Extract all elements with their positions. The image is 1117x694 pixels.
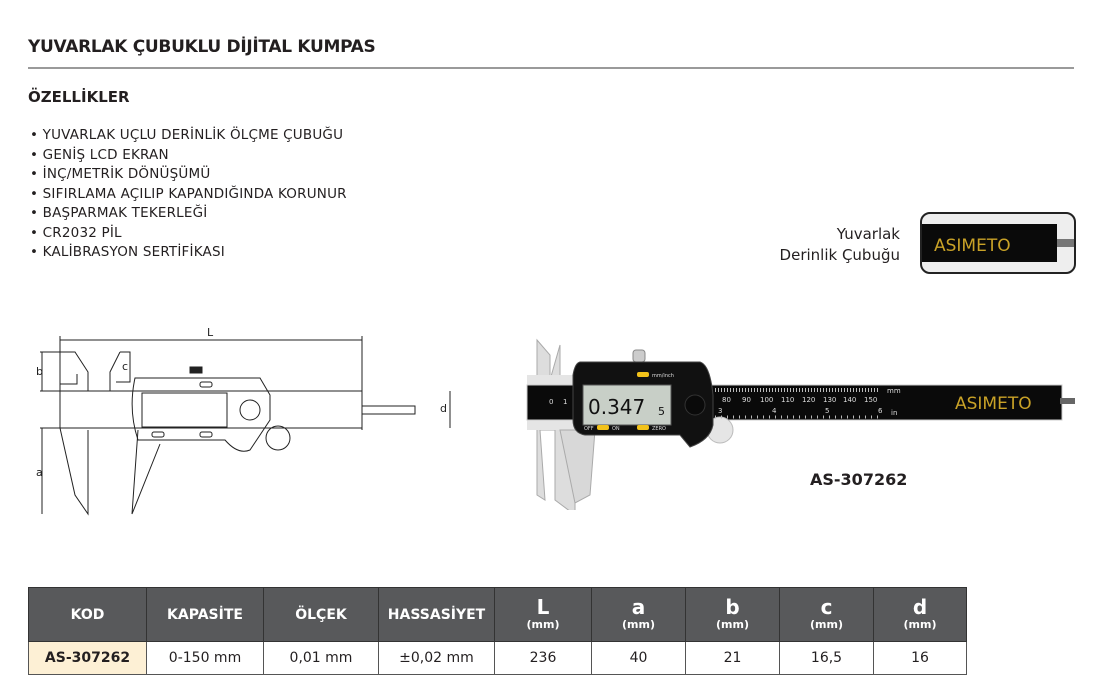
col-header: L(mm) [494,587,592,642]
col-header: b(mm) [685,587,780,642]
scale-label: 0 [549,398,553,406]
cell-olcek: 0,01 mm [263,641,379,675]
off-label: OFF [584,426,594,432]
scale-label: 3 [718,407,722,415]
rod-label: Yuvarlak Derinlik Çubuğu [740,224,900,266]
rod-detail-image: ASIMETO [920,212,1076,274]
col-header: d(mm) [873,587,967,642]
rod-label-line: Derinlik Çubuğu [779,246,900,264]
scale-label: 110 [781,396,794,404]
col-header-label: a [631,595,646,619]
feature-item: İNÇ/METRİK DÖNÜŞÜMÜ [30,165,347,185]
rod-label-line: Yuvarlak [836,225,900,243]
cell-kapasite: 0-150 mm [146,641,264,675]
model-code: AS-307262 [810,470,908,489]
zero-button[interactable] [637,425,649,430]
col-header-label: b [725,595,740,619]
col-header-unit: (mm) [810,618,843,631]
brand-logo: ASIMETO [934,236,1011,256]
label-c: c [122,360,128,373]
page-title: YUVARLAK ÇUBUKLU DİJİTAL KUMPAS [28,37,376,57]
cell-a: 40 [591,641,686,675]
scale-label: 90 [742,396,751,404]
col-header-unit: (mm) [716,618,749,631]
unit-mm-label: mm [887,387,901,395]
table-header-row: KOD KAPASİTE ÖLÇEK HASSASİYET L(mm) a(mm… [28,587,967,642]
feature-item: YUVARLAK UÇLU DERİNLİK ÖLÇME ÇUBUĞU [30,126,347,146]
cell-b: 21 [685,641,780,675]
scale-label: 1 [563,398,567,406]
feature-item: GENİŞ LCD EKRAN [30,146,347,166]
label-L: L [207,326,214,339]
col-header: c(mm) [779,587,874,642]
label-b: b [36,365,43,378]
scale-label: 80 [722,396,731,404]
scale-label: 150 [864,396,877,404]
label-d: d [440,402,447,415]
scale-label: 140 [843,396,856,404]
col-header-unit: (mm) [903,618,937,631]
lcd-reading: 0.347 [588,395,645,419]
col-header-unit: (mm) [622,618,655,631]
col-header-label: c [820,595,833,619]
col-header-label: L [536,595,550,619]
scale-label: 4 [772,407,777,415]
col-header: ÖLÇEK [263,587,379,642]
features-list: YUVARLAK UÇLU DERİNLİK ÖLÇME ÇUBUĞU GENİ… [30,126,347,263]
brand-logo: ASIMETO [955,394,1032,414]
scale-label: 130 [823,396,836,404]
feature-item: KALİBRASYON SERTİFİKASI [30,243,347,263]
feature-item: BAŞPARMAK TEKERLEĞİ [30,204,347,224]
spec-table: KOD KAPASİTE ÖLÇEK HASSASİYET L(mm) a(mm… [28,587,967,675]
features-heading: ÖZELLİKLER [28,88,130,106]
table-row: AS-307262 0-150 mm 0,01 mm ±0,02 mm 236 … [28,641,967,675]
cell-d: 16 [873,641,967,675]
col-header: KOD [28,587,147,642]
scale-label: 100 [760,396,773,404]
unit-in-label: in [891,409,897,417]
col-header: a(mm) [591,587,686,642]
col-header-unit: (mm) [526,618,560,631]
label-a: a [36,466,43,479]
cell-hassasiyet: ±0,02 mm [378,641,495,675]
mm-inch-label: mm/inch [652,373,674,379]
col-header: KAPASİTE [146,587,264,642]
power-button[interactable] [597,425,609,430]
col-header-label: d [912,595,928,619]
lcd-sub-digit: 5 [658,405,665,418]
cell-c: 16,5 [779,641,874,675]
scale-label: 120 [802,396,815,404]
scale-label: 6 [878,407,883,415]
on-label: ON [612,426,620,432]
caliper-photo: 0.347 5 mm/inch OFF ON ZERO 0 1 80 90 10… [526,338,1075,510]
col-header: HASSASİYET [378,587,495,642]
divider [28,67,1074,69]
feature-item: SIFIRLAMA AÇILIP KAPANDIĞINDA KORUNUR [30,185,347,205]
cell-L: 236 [494,641,592,675]
zero-label: ZERO [652,426,666,432]
scale-label: 5 [825,407,829,415]
feature-item: CR2032 PİL [30,224,347,244]
cell-kod: AS-307262 [28,641,147,675]
mm-inch-button[interactable] [637,372,649,377]
dimension-diagram: L b c a d [36,326,451,516]
